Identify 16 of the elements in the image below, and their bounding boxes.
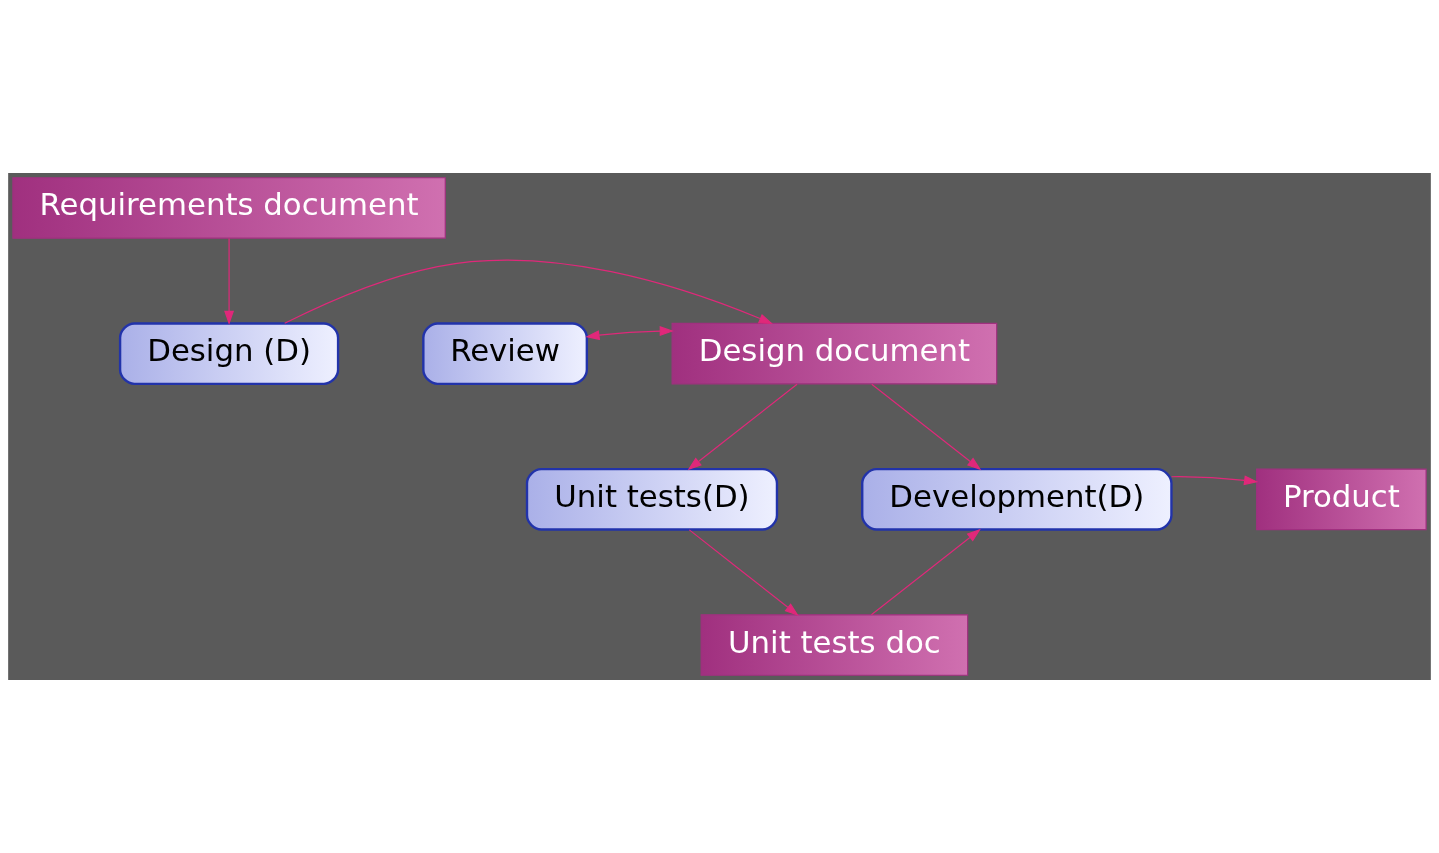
arrow bbox=[284, 259, 773, 325]
arrow bbox=[688, 529, 799, 616]
arrow bbox=[1170, 475, 1259, 486]
arrow bbox=[224, 237, 235, 325]
node-box: Development(D) bbox=[861, 467, 1173, 531]
node-box: Review bbox=[422, 322, 588, 386]
arrow bbox=[687, 383, 798, 471]
node-box: Product bbox=[1256, 468, 1427, 531]
node-box: Requirements document bbox=[12, 177, 446, 239]
node-box: Design document bbox=[671, 322, 998, 385]
node-box: Unit tests(D) bbox=[525, 467, 779, 531]
node-box: Unit tests doc bbox=[700, 614, 969, 676]
arrow bbox=[871, 383, 982, 471]
arrow bbox=[585, 326, 674, 341]
node-box: Design (D) bbox=[118, 322, 340, 386]
arrow bbox=[870, 528, 981, 616]
